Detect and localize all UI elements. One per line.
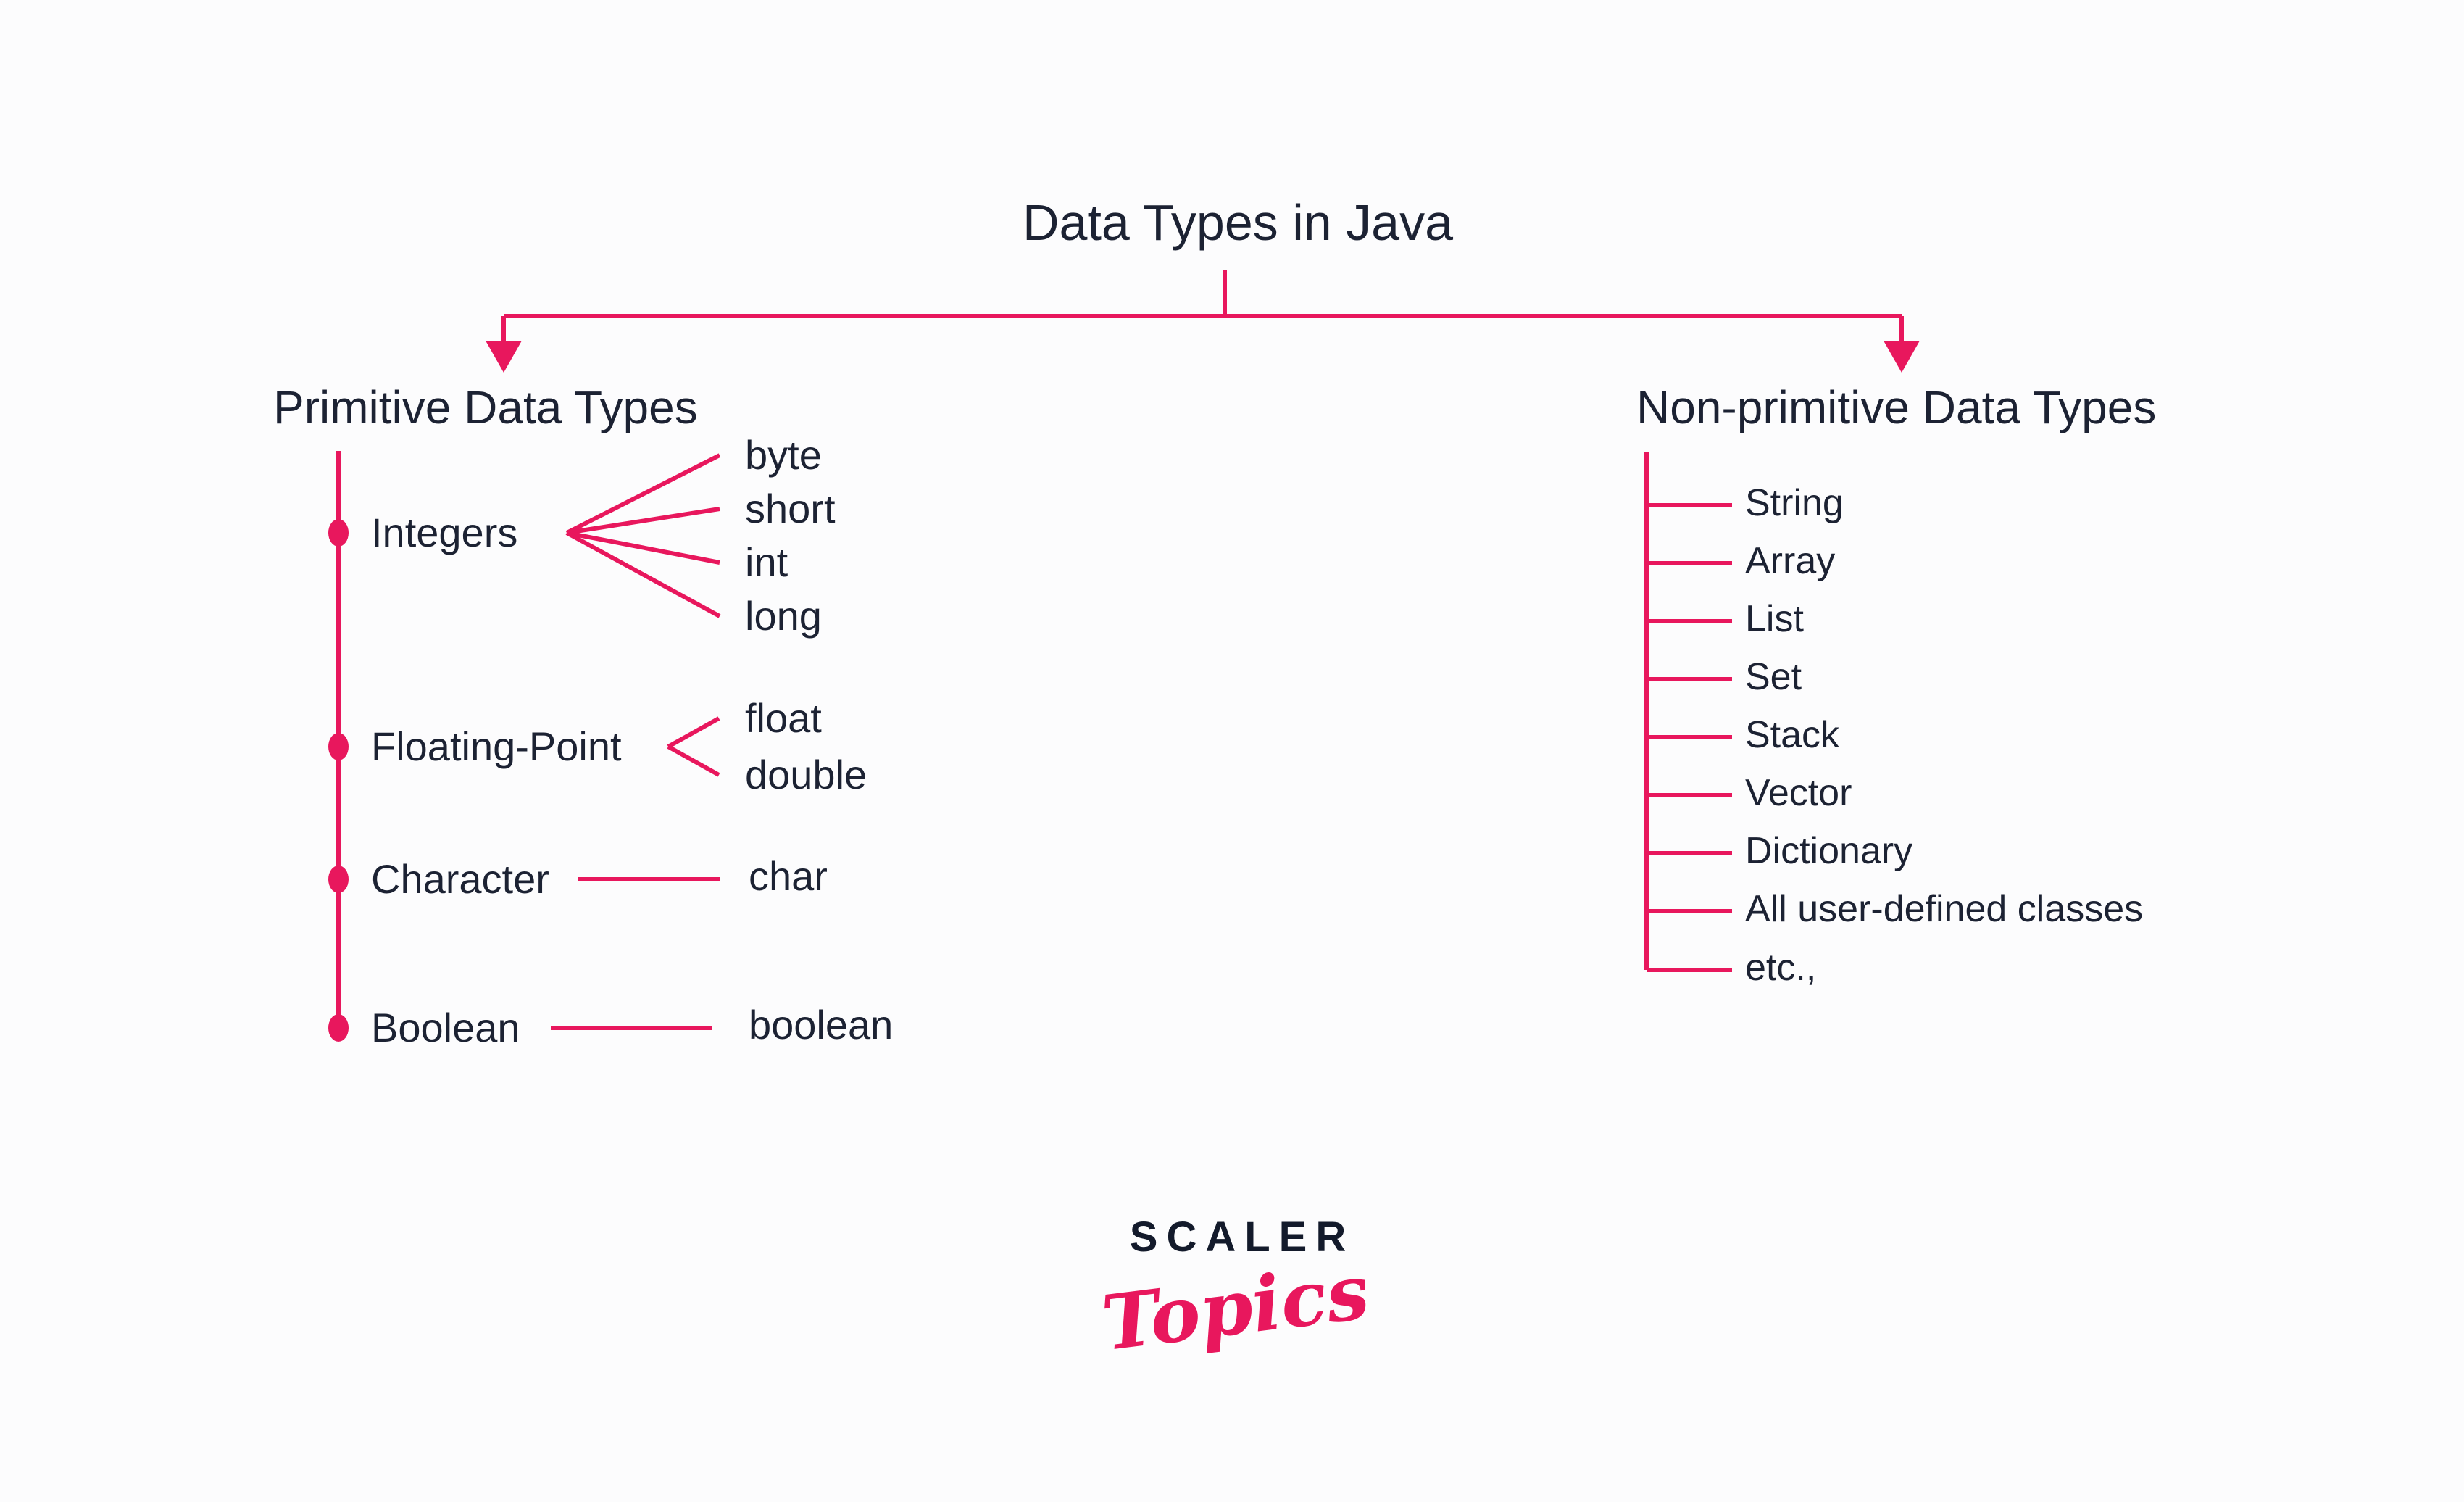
primitive-item-integers: Integers [371, 510, 518, 555]
nonprimitive-item-string: String [1745, 482, 1844, 524]
primitive-item-character: Character [371, 856, 549, 902]
subtype-long: long [745, 593, 822, 639]
nonprimitive-item-list: List [1745, 598, 1804, 640]
primitive-item-boolean: Boolean [371, 1005, 520, 1050]
right-branch-heading: Non-primitive Data Types [1636, 381, 2157, 433]
floating-fan-double-line [667, 744, 720, 777]
integers-fan-short-line [566, 507, 720, 535]
subtype-boolean: boolean [749, 1002, 894, 1047]
integers-fan-long-line [565, 531, 721, 618]
subtype-float: float [745, 695, 822, 741]
bullet-character [328, 866, 349, 893]
subtype-short: short [745, 486, 836, 531]
integers-fan-int-line [566, 531, 720, 565]
scaler-logo-wordmark: SCALER [1129, 1213, 1355, 1261]
integers-fan-byte-line [565, 453, 721, 535]
subtype-int: int [745, 539, 788, 585]
primitive-item-floating-point: Floating-Point [371, 723, 622, 769]
bullet-boolean [328, 1014, 349, 1042]
nonprimitive-item-user-defined-classes: All user-defined classes [1745, 888, 2144, 930]
nonprimitive-item-dictionary: Dictionary [1745, 830, 1913, 872]
bullet-floating-point [328, 733, 349, 760]
diagram-title: Data Types in Java [1022, 194, 1454, 251]
nonprimitive-item-array: Array [1745, 540, 1836, 582]
nonprimitive-item-etc: etc., [1745, 947, 1817, 989]
subtype-char: char [749, 853, 828, 899]
bullet-integers [328, 519, 349, 547]
floating-fan-float-line [667, 716, 720, 749]
right-arrowhead-icon [1884, 341, 1920, 373]
left-branch-heading: Primitive Data Types [273, 381, 698, 433]
nonprimitive-item-vector: Vector [1745, 772, 1852, 814]
nonprimitive-item-stack: Stack [1745, 714, 1840, 756]
nonprimitive-item-set: Set [1745, 656, 1802, 698]
subtype-byte: byte [745, 432, 822, 478]
left-arrowhead-icon [486, 341, 522, 373]
subtype-double: double [745, 752, 867, 797]
